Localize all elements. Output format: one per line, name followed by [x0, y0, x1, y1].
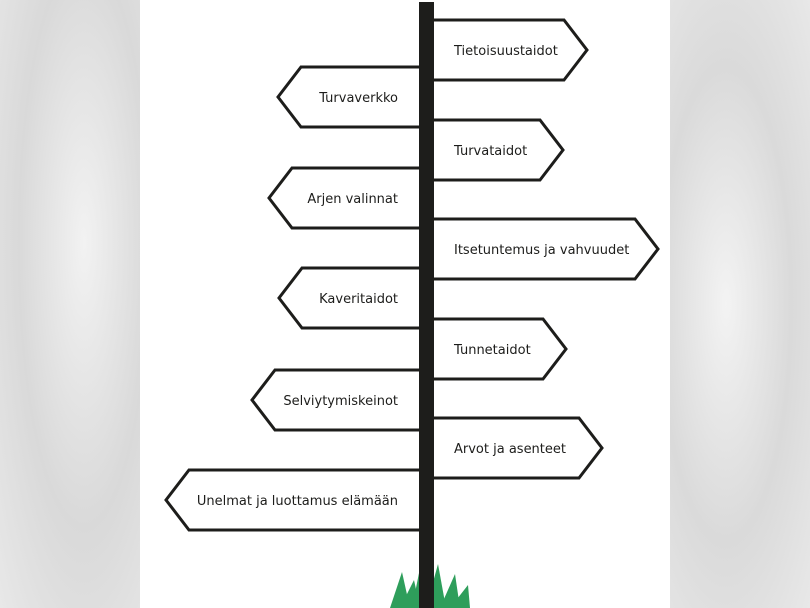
sign-arrow-shape — [267, 166, 420, 230]
signpost-pole — [419, 2, 434, 608]
sign-arrow-shape — [432, 317, 568, 381]
sign-arrow-shape — [432, 18, 589, 82]
sign-label: Arvot ja asenteet — [454, 442, 566, 457]
sign-label: Selviytymiskeinot — [283, 394, 398, 409]
right-background-blur — [670, 0, 810, 608]
sign-label: Unelmat ja luottamus elämään — [197, 494, 398, 509]
sign-arrow-shape — [432, 118, 565, 182]
sign-2: Turvaverkko — [276, 65, 420, 129]
left-background-blur — [0, 0, 140, 608]
sign-label: Tunnetaidot — [453, 343, 531, 358]
sign-label: Kaveritaidot — [319, 292, 398, 307]
grass-blade — [450, 585, 470, 608]
sign-arrow-shape — [277, 266, 420, 330]
sign-arrow-shape — [250, 368, 420, 432]
sign-arrow-shape — [432, 217, 660, 281]
sign-label: Tietoisuustaidot — [453, 44, 558, 59]
sign-arrow-shape — [432, 416, 604, 480]
sign-arrow-shape — [164, 468, 420, 532]
sign-label: Itsetuntemus ja vahvuudet — [454, 243, 629, 258]
sign-8: Selviytymiskeinot — [250, 368, 420, 432]
sign-9: Arvot ja asenteet — [432, 416, 604, 480]
sign-label: Turvaverkko — [318, 91, 398, 106]
sign-6: Kaveritaidot — [277, 266, 420, 330]
grass-blade — [440, 574, 460, 608]
sign-1: Tietoisuustaidot — [432, 18, 589, 82]
sign-arrow-shape — [276, 65, 420, 129]
sign-7: Tunnetaidot — [432, 317, 568, 381]
sign-3: Turvataidot — [432, 118, 565, 182]
sign-label: Arjen valinnat — [307, 192, 398, 207]
sign-10: Unelmat ja luottamus elämään — [164, 468, 420, 532]
sign-group: TietoisuustaidotTurvaverkkoTurvataidotAr… — [164, 18, 660, 532]
sign-label: Turvataidot — [453, 144, 527, 159]
sign-4: Arjen valinnat — [267, 166, 420, 230]
sign-5: Itsetuntemus ja vahvuudet — [432, 217, 660, 281]
